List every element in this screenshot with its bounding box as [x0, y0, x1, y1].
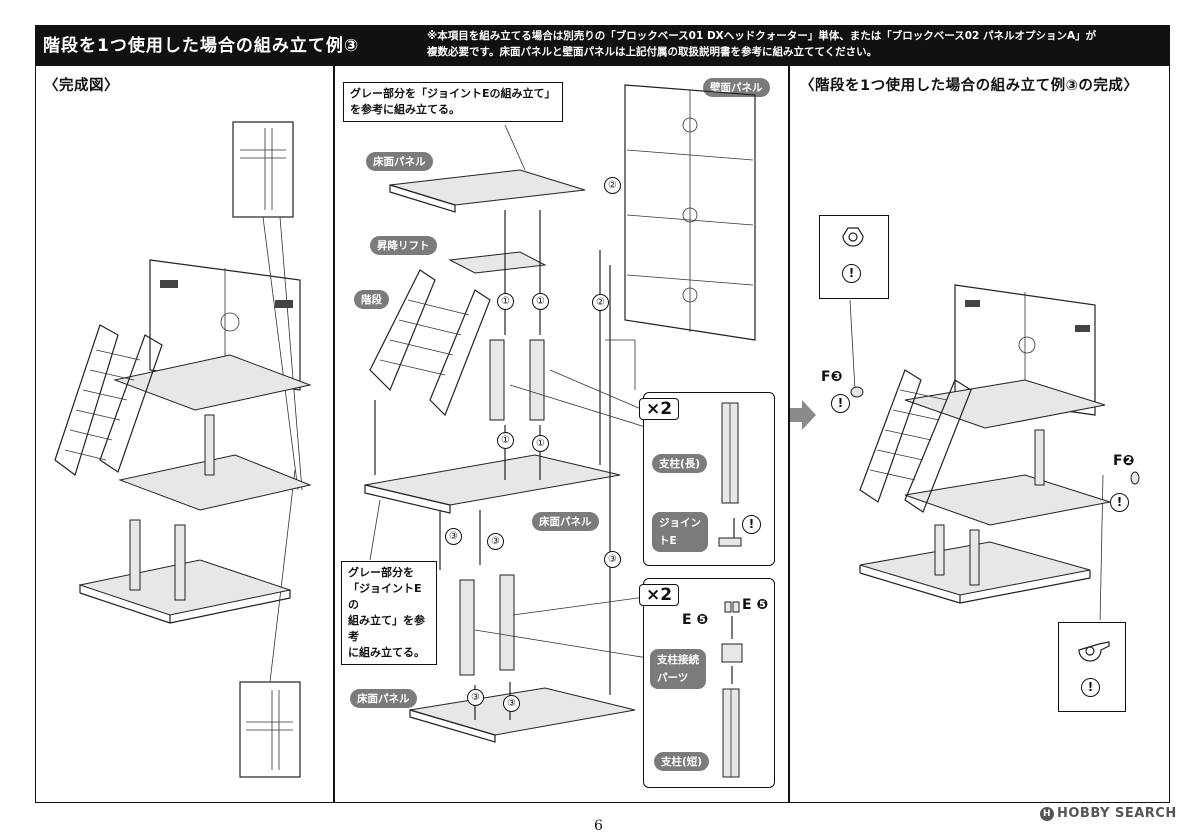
page-title: 階段を1つ使用した場合の組み立て例③ [43, 36, 360, 56]
left-section-title: 〈完成図〉 [44, 78, 119, 94]
label-joint-e: ジョイン トE [652, 512, 708, 552]
watermark-text: HOBBY SEARCH [1057, 806, 1177, 821]
part-e-right: E ❺ [742, 597, 768, 613]
step-1-circle-c: ① [497, 432, 514, 449]
long-pillar-drawing [718, 402, 742, 547]
header-note-line1: ※本項目を組み立てる場合は別売りの「ブロックベース01 DXヘッドクォーター」単… [427, 30, 1097, 42]
step-1-circle-b: ① [532, 293, 549, 310]
label-floor-panel-bottom: 床面パネル [350, 689, 417, 708]
callout-left-line4: に組み立てる。 [348, 646, 425, 659]
part-e-right-num: ❺ [756, 597, 769, 613]
part-e-left-letter: E [682, 612, 692, 628]
part-e-left-num: ❺ [696, 612, 709, 628]
step-3-circle-e: ③ [503, 695, 520, 712]
label-connector-line2: パーツ [657, 672, 689, 684]
attention-icon-box1: ! [742, 515, 761, 534]
right-section-title: 〈階段を1つ使用した場合の組み立て例③の完成〉 [800, 78, 1139, 94]
detail-box-f3: ! [819, 215, 889, 299]
part-f2-num: ❷ [1122, 453, 1135, 469]
step-3-circle-c: ③ [604, 551, 621, 568]
completed-example-illustration [849, 284, 1140, 620]
multiplier-box1: ×2 [639, 398, 680, 420]
label-joint-e-line2: トE [659, 535, 677, 547]
label-joint-e-line1: ジョイン [659, 517, 701, 529]
step-1-circle-a: ① [497, 293, 514, 310]
part-f2-label: F❷ [1113, 453, 1134, 469]
attention-icon-f2-small: ! [1110, 493, 1129, 512]
callout-left-line3: 組み立て」を参考 [348, 614, 425, 643]
part-f3-letter: F [821, 369, 831, 385]
page-number: 6 [594, 818, 603, 834]
divider-left [333, 65, 335, 803]
content-frame [35, 65, 1170, 803]
callout-left: グレー部分を 「ジョイントEの 組み立て」を参考 に組み立てる。 [341, 561, 437, 665]
label-connector: 支柱接続 パーツ [650, 649, 706, 689]
connector-drawing [721, 601, 743, 778]
callout-top: グレー部分を「ジョイントEの組み立て」 を参考に組み立てる。 [343, 82, 563, 122]
clip-f3-icon [842, 227, 864, 247]
header-bar: 階段を1つ使用した場合の組み立て例③ ※本項目を組み立てる場合は別売りの「ブロッ… [35, 25, 1170, 65]
label-floor-panel-mid: 床面パネル [532, 512, 599, 531]
parts-box-short-pillar: ×2 E ❺ E ❺ 支柱接続 パーツ 支柱(短) [639, 578, 775, 788]
label-pillar-long: 支柱(長) [652, 454, 708, 473]
label-connector-line1: 支柱接続 [657, 654, 699, 666]
clip-f2-icon [1078, 641, 1110, 662]
part-f2-letter: F [1113, 453, 1123, 469]
parts-box-long-pillar: ×2 支柱(長) ジョイン トE ! [639, 392, 775, 566]
detail-box-bottom [239, 681, 301, 778]
label-stairs: 階段 [354, 290, 389, 309]
attention-icon-f3: ! [842, 264, 861, 283]
attention-icon-f2: ! [1081, 678, 1100, 697]
step-3-circle-b: ③ [487, 533, 504, 550]
step-3-circle-a: ③ [445, 528, 462, 545]
header-note-line2: 複数必要です。床面パネルと壁面パネルは上記付属の取扱説明書を参考に組み立ててくだ… [427, 46, 878, 58]
attention-icon-f3-small: ! [831, 394, 850, 413]
step-2-circle-top: ② [604, 177, 621, 194]
header-note: ※本項目を組み立てる場合は別売りの「ブロックベース01 DXヘッドクォーター」単… [427, 28, 1162, 60]
callout-top-line2: を参考に組み立てる。 [350, 103, 460, 116]
step-3-circle-d: ③ [467, 689, 484, 706]
multiplier-box2: ×2 [639, 584, 680, 606]
watermark-logo-icon: H [1040, 807, 1054, 821]
step-1-circle-d: ① [532, 435, 549, 452]
step-2-circle-mid: ② [592, 294, 609, 311]
label-floor-panel-top: 床面パネル [366, 152, 433, 171]
part-e-left: E ❺ [682, 612, 708, 628]
part-f3-label: F❸ [821, 369, 842, 385]
detail-box-f2: ! [1058, 622, 1126, 712]
callout-top-line1: グレー部分を「ジョイントEの組み立て」 [350, 87, 556, 100]
divider-right [788, 65, 790, 803]
part-e-right-letter: E [742, 597, 752, 613]
callout-left-line1: グレー部分を [348, 566, 414, 579]
label-pillar-short: 支柱(短) [654, 752, 710, 771]
detail-box-top [232, 121, 294, 218]
part-f3-num: ❸ [830, 369, 843, 385]
big-arrow-icon [790, 400, 816, 430]
label-lift: 昇降リフト [370, 236, 437, 255]
completed-illustration [54, 121, 312, 778]
callout-left-line2: 「ジョイントEの [348, 582, 422, 611]
exploded-illustration [364, 84, 756, 743]
